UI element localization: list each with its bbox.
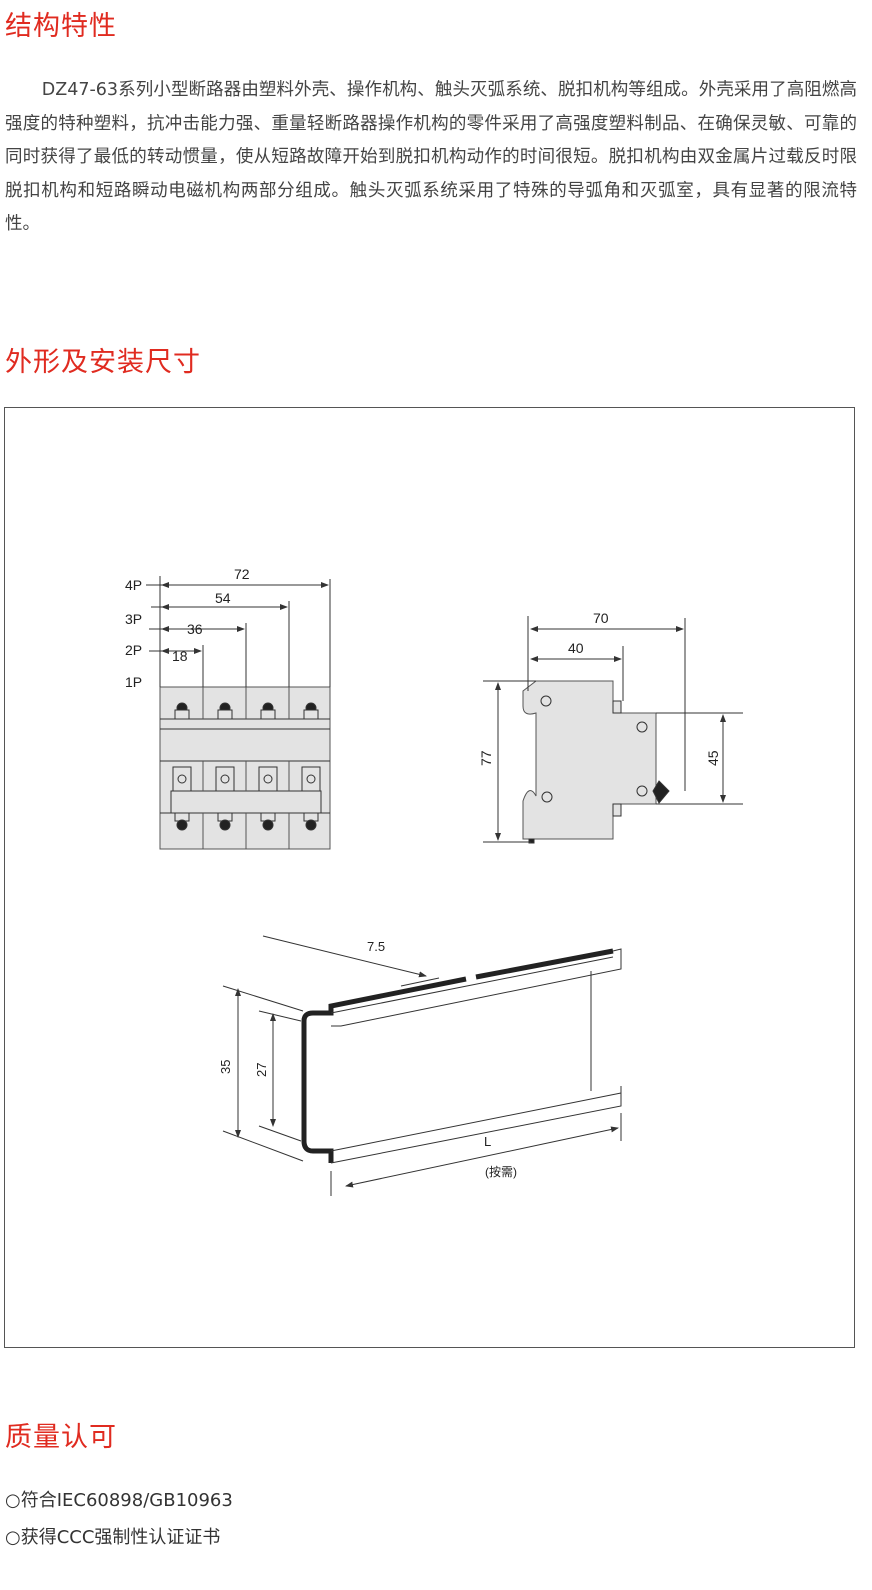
structure-description: DZ47-63系列小型断路器由塑料外壳、操作机构、触头灭弧系统、脱扣机构等组成。… xyxy=(5,80,857,234)
front-view: 4P 3P 2P 1P 72 54 36 18 xyxy=(125,566,331,850)
side-front-height: 45 xyxy=(705,750,721,766)
side-depth-front: 40 xyxy=(568,640,584,656)
dimension-drawing-box: 4P 3P 2P 1P 72 54 36 18 70 40 77 45 xyxy=(4,407,855,1348)
dimension-drawing: 4P 3P 2P 1P 72 54 36 18 70 40 77 45 xyxy=(125,566,743,1196)
section-title-structure: 结构特性 xyxy=(5,11,117,42)
rail-height-inner: 27 xyxy=(254,1063,269,1077)
section-title-quality: 质量认可 xyxy=(5,1422,117,1453)
width-1p: 18 xyxy=(172,648,188,664)
width-4p: 72 xyxy=(234,566,250,582)
quality-item: ○符合IEC60898/GB10963 xyxy=(5,1490,233,1511)
pole-label-2p: 2P xyxy=(125,642,142,658)
pole-label-3p: 3P xyxy=(125,611,142,627)
rail-length-note: (按需) xyxy=(485,1165,517,1179)
din-rail: 7.5 35 27 L (按需) xyxy=(218,935,622,1196)
rail-height-outer: 35 xyxy=(218,1060,233,1074)
side-depth-total: 70 xyxy=(593,610,609,626)
width-2p: 36 xyxy=(187,621,203,637)
rail-length: L xyxy=(484,1134,491,1149)
pole-label-4p: 4P xyxy=(125,577,142,593)
side-height: 77 xyxy=(478,750,494,766)
rail-flange: 7.5 xyxy=(367,939,385,954)
pole-label-1p: 1P xyxy=(125,674,142,690)
quality-item: ○获得CCC强制性认证证书 xyxy=(5,1527,221,1548)
width-3p: 54 xyxy=(215,590,231,606)
section-title-dimensions: 外形及安装尺寸 xyxy=(5,347,201,378)
side-view: 70 40 77 45 xyxy=(478,610,743,844)
